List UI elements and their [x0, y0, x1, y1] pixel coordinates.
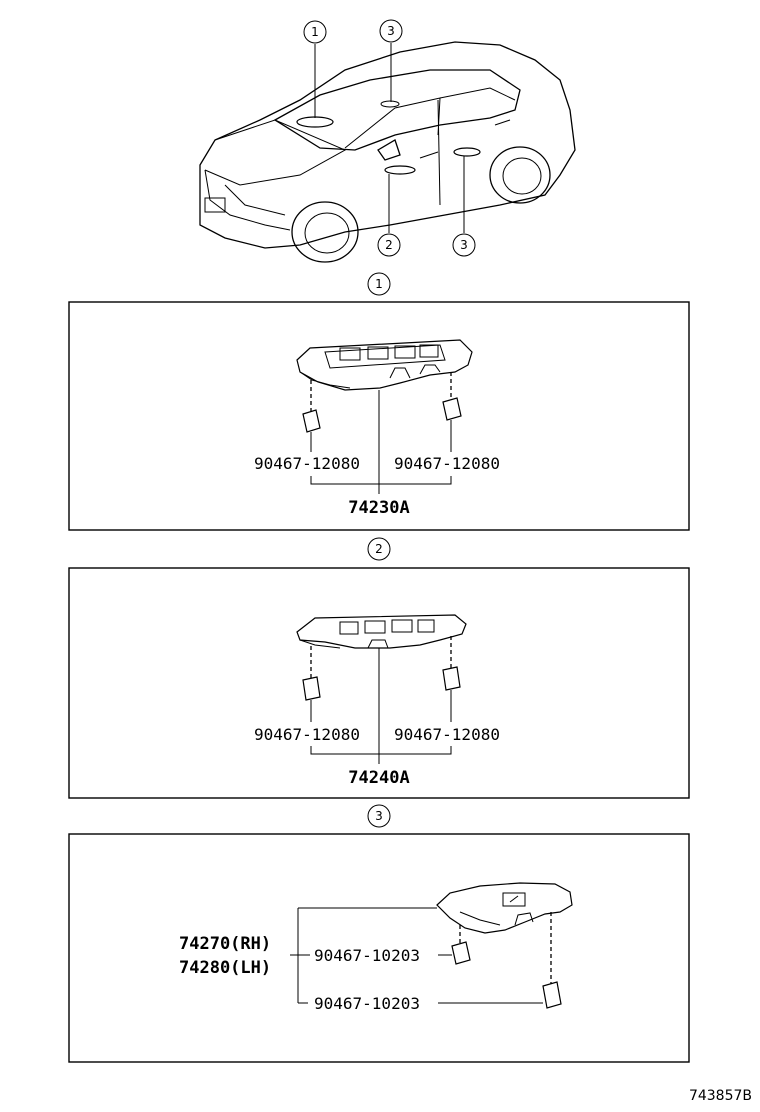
svg-text:3: 3 [460, 238, 468, 252]
section-2-frame [68, 567, 690, 799]
section-1-frame [68, 301, 690, 531]
section-1-clip-right-label: 90467-12080 [394, 454, 500, 473]
vehicle-overview-illustration [199, 41, 576, 263]
svg-text:1: 1 [311, 25, 319, 39]
callout-2-bottom: 2 [377, 233, 401, 257]
section-3-callout: 3 [367, 804, 391, 828]
section-3-clip-upper [451, 925, 471, 965]
section-1-switch-assembly [296, 339, 473, 391]
section-1-clip-right [442, 372, 462, 421]
svg-text:3: 3 [387, 24, 395, 38]
section-2-clip-left [302, 646, 321, 701]
section-3-frame [68, 833, 690, 1063]
svg-text:2: 2 [385, 238, 393, 252]
section-1-clip-left [302, 380, 321, 433]
section-1-assembly-label: 74230A [348, 498, 409, 518]
section-3-assembly-rh-label: 74270(RH) [179, 934, 271, 954]
section-3-switch-assembly [436, 882, 573, 934]
section-2-clip-right [442, 636, 461, 691]
section-3-clip-lower [542, 912, 562, 1009]
svg-text:2: 2 [375, 542, 383, 556]
callout-1-top: 1 [303, 20, 327, 44]
section-2-callout: 2 [367, 537, 391, 561]
section-3-clip-upper-label: 90467-10203 [314, 946, 420, 965]
callout-3-bottom: 3 [452, 233, 476, 257]
section-1-callout: 1 [367, 272, 391, 296]
svg-text:1: 1 [375, 277, 383, 291]
section-2-assembly-label: 74240A [348, 768, 409, 788]
section-2-clip-left-label: 90467-12080 [254, 725, 360, 744]
section-2-clip-right-label: 90467-12080 [394, 725, 500, 744]
callout-3-top: 3 [379, 19, 403, 43]
figure-reference: 743857B [689, 1088, 752, 1104]
section-2-switch-assembly [296, 614, 467, 649]
section-3-assembly-lh-label: 74280(LH) [179, 958, 271, 978]
overview-callouts: 1 3 2 3 [303, 19, 476, 257]
section-1-clip-left-label: 90467-12080 [254, 454, 360, 473]
section-3-clip-lower-label: 90467-10203 [314, 994, 420, 1013]
svg-text:3: 3 [375, 809, 383, 823]
